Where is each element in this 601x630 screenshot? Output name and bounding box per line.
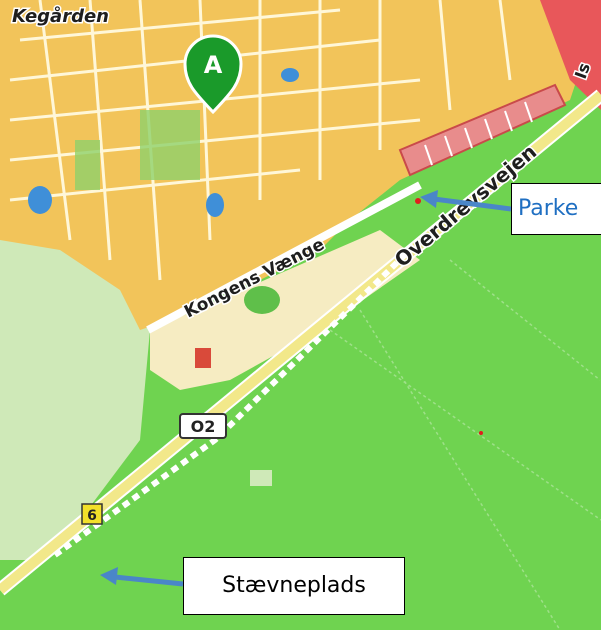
svg-text:6: 6 — [87, 508, 97, 524]
road-shield-o2: O2 — [179, 413, 227, 439]
red-dot — [479, 431, 483, 435]
walking-path — [53, 242, 418, 558]
building — [195, 348, 211, 368]
parking-building — [398, 83, 567, 177]
callout-parking-label: Parke — [518, 196, 579, 221]
highway — [540, 0, 601, 110]
map-pin-icon — [183, 34, 243, 115]
green-patch — [244, 286, 280, 314]
park — [140, 110, 200, 180]
arrow-to-parking — [420, 190, 512, 212]
callout-venue: Stævneplads — [183, 557, 405, 615]
arrow-to-venue — [100, 567, 184, 587]
callout-parking: Parke — [511, 183, 601, 235]
pond — [28, 186, 52, 214]
development-block — [150, 230, 420, 390]
park — [75, 140, 100, 190]
location-marker-a[interactable]: A — [183, 34, 243, 115]
pond — [281, 68, 299, 82]
area-label: Kegården — [12, 6, 109, 27]
svg-text:O2: O2 — [191, 417, 216, 436]
forest-trails — [329, 259, 601, 630]
pond — [206, 193, 224, 217]
building-grid — [424, 101, 533, 166]
red-dot — [415, 198, 421, 204]
road-shield-6: 6 — [81, 503, 103, 525]
callout-venue-label: Stævneplads — [222, 573, 366, 598]
marker-letter: A — [204, 51, 223, 79]
clearing — [250, 470, 272, 486]
side-road — [146, 181, 422, 334]
